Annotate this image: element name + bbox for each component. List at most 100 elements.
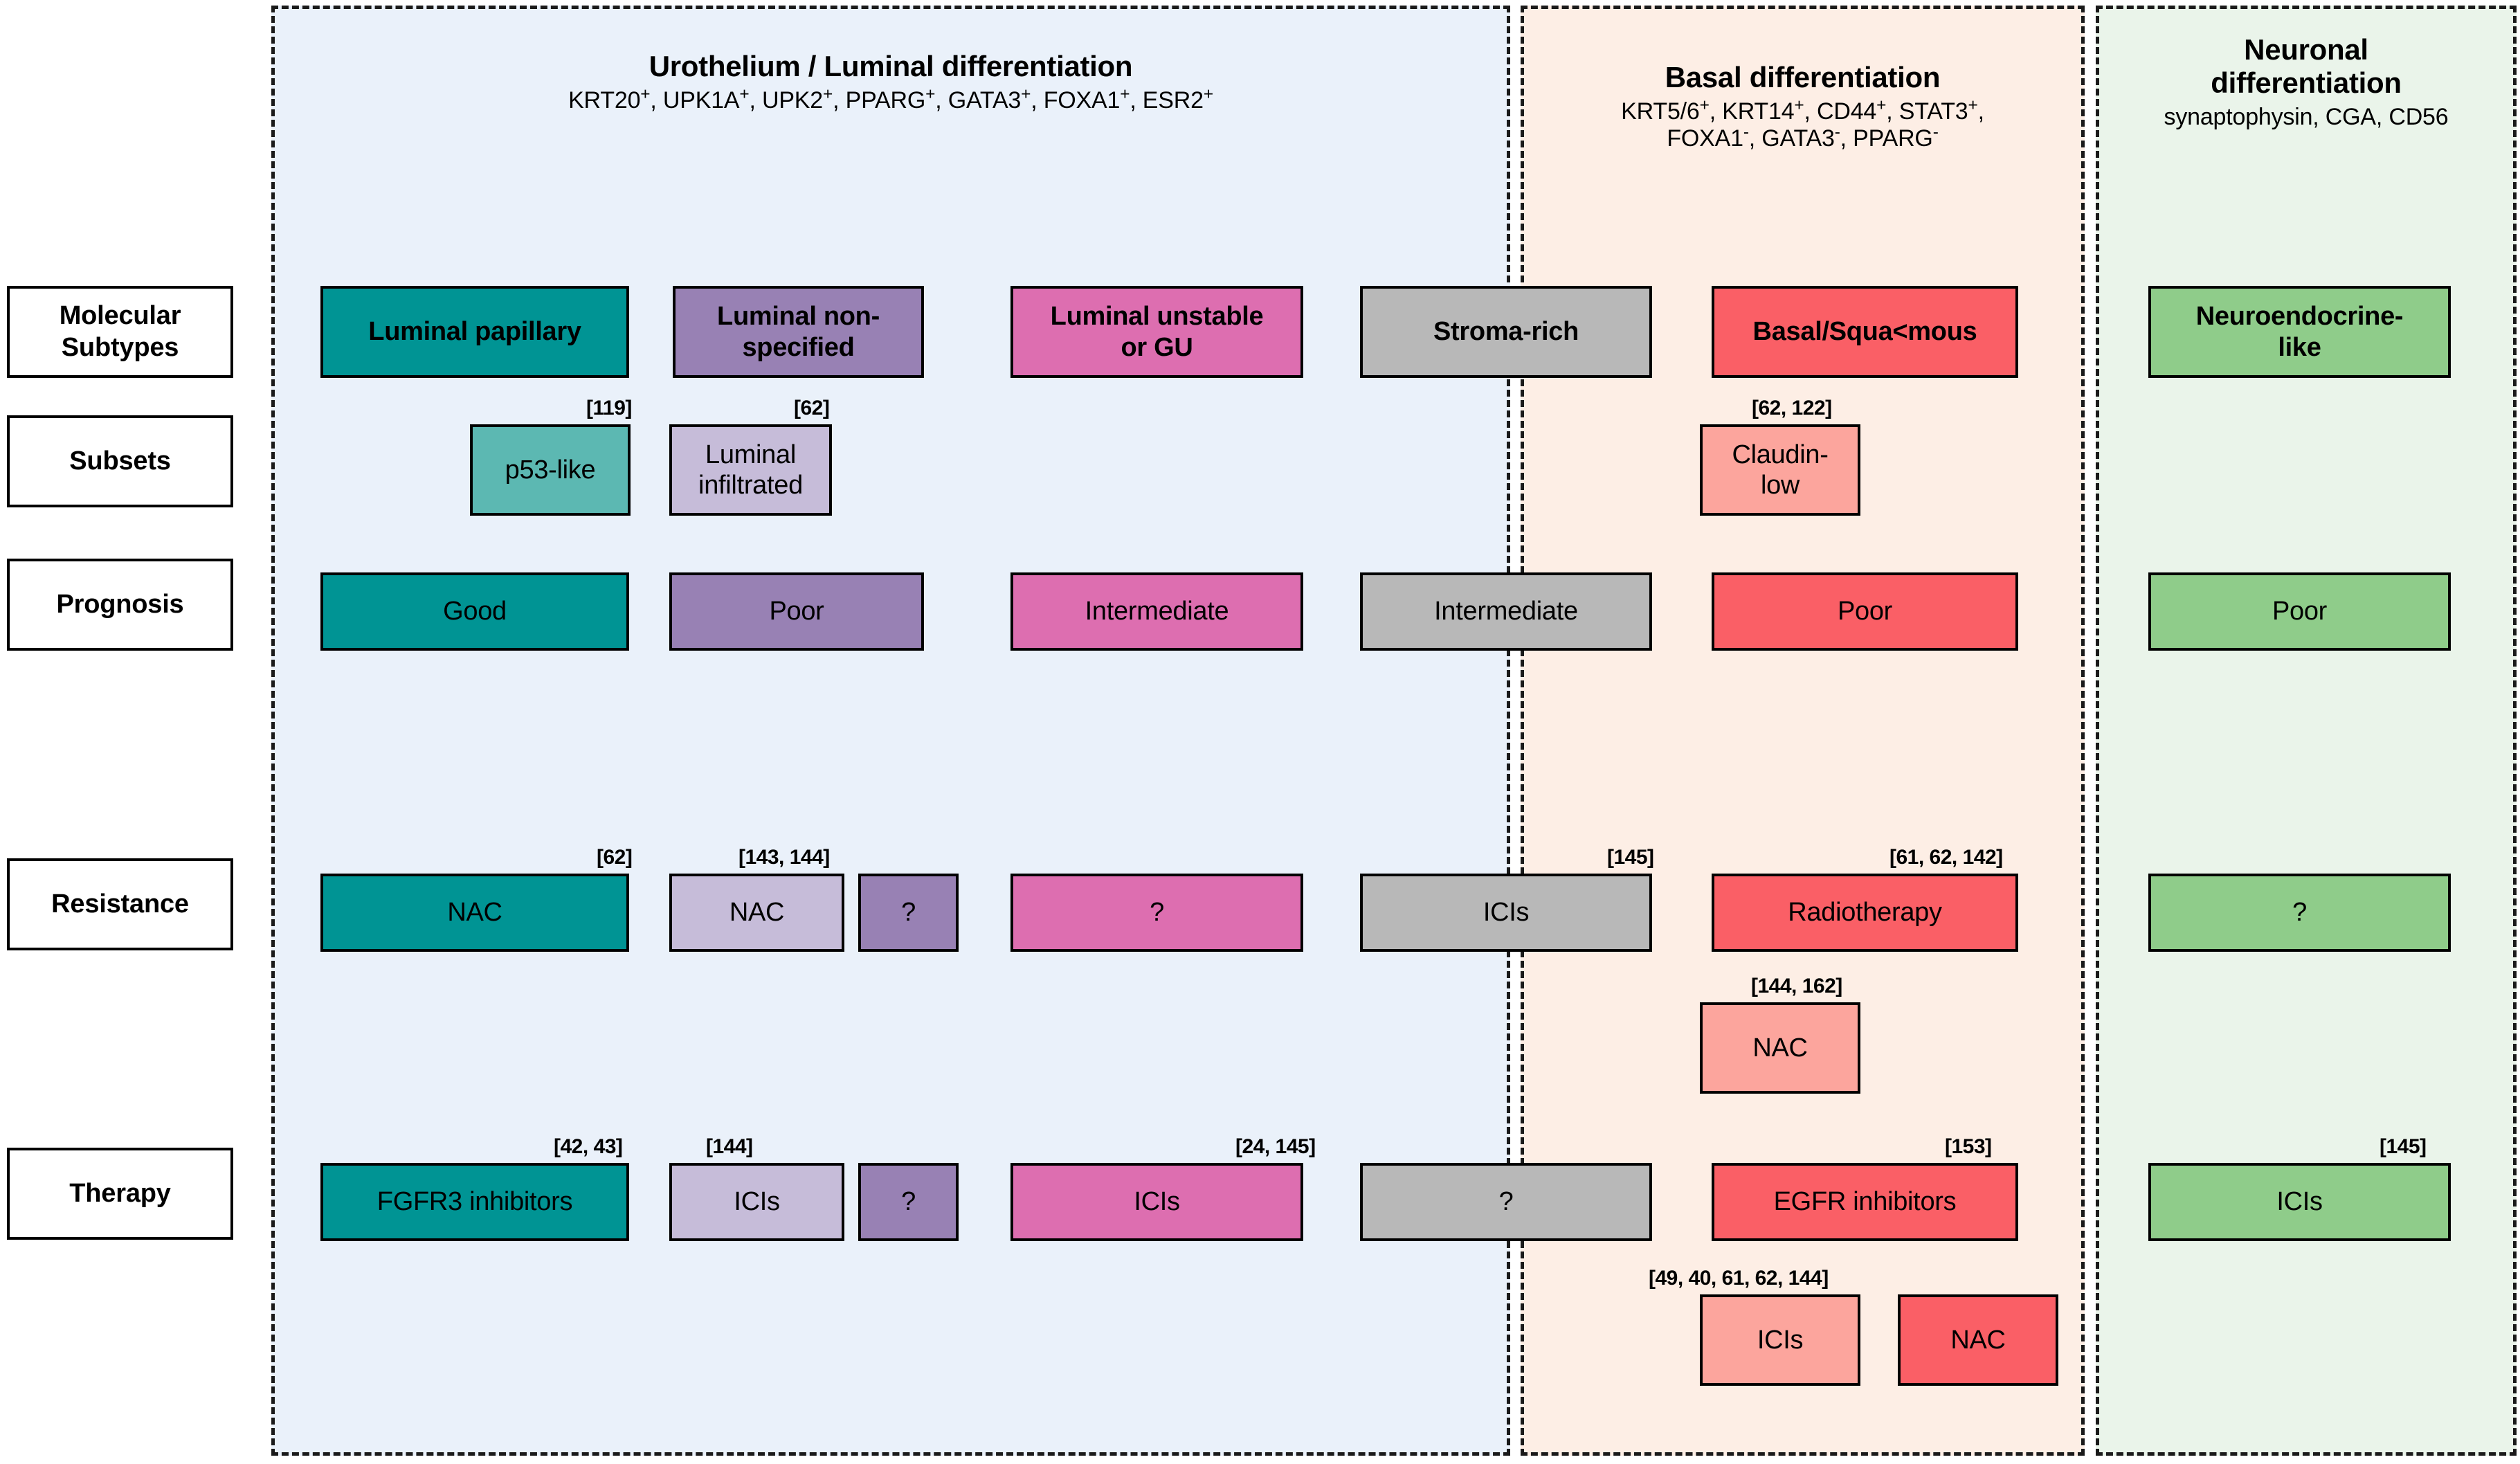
- resistance-box-basal-squamous[interactable]: Radiotherapy: [1712, 874, 2018, 952]
- resistance-label: NAC: [447, 898, 502, 928]
- panel-basal-header: Basal differentiation KRT5/6+, KRT14+, C…: [1521, 61, 2085, 152]
- subtype-label: Basal/Squa<mous: [1752, 317, 1977, 347]
- therapy-box-luminal-non-specified-unknown[interactable]: ?: [858, 1163, 959, 1241]
- therapy-label: ICIs: [734, 1187, 780, 1217]
- subtype-label: Luminal papillary: [368, 317, 581, 347]
- citation-luminal-infiltrated: [62]: [794, 397, 830, 419]
- subset-box-claudin-low[interactable]: Claudin- low: [1700, 424, 1860, 516]
- subset-box-luminal-infiltrated[interactable]: Luminal infiltrated: [669, 424, 832, 516]
- resistance-box-stroma-rich[interactable]: ICIs: [1360, 874, 1652, 952]
- therapy-box-neuroendocrine-like[interactable]: ICIs: [2148, 1163, 2451, 1241]
- therapy-box-luminal-unstable-gu[interactable]: ICIs: [1010, 1163, 1303, 1241]
- citation-therapy-luminal-infiltrated: [144]: [706, 1135, 753, 1158]
- resistance-label: Radiotherapy: [1788, 898, 1942, 928]
- prognosis-label: Poor: [1837, 597, 1893, 626]
- therapy-box-basal-squamous[interactable]: EGFR inhibitors: [1712, 1163, 2018, 1241]
- resistance-box-neuroendocrine-unknown[interactable]: ?: [2148, 874, 2451, 952]
- subset-box-p53-like[interactable]: p53-like: [470, 424, 631, 516]
- resistance-label: ?: [2292, 898, 2307, 928]
- subtype-box-basal-squamous[interactable]: Basal/Squa<mous: [1712, 286, 2018, 378]
- prognosis-label: Poor: [769, 597, 824, 626]
- subtype-box-luminal-papillary[interactable]: Luminal papillary: [320, 286, 629, 378]
- prognosis-box-luminal-papillary[interactable]: Good: [320, 572, 629, 651]
- therapy-label: EGFR inhibitors: [1773, 1187, 1957, 1217]
- resistance-box-luminal-papillary[interactable]: NAC: [320, 874, 629, 952]
- resistance-box-luminal-unstable-unknown[interactable]: ?: [1010, 874, 1303, 952]
- resistance-label: ?: [1150, 898, 1164, 928]
- therapy-box-basal-nac[interactable]: NAC: [1898, 1294, 2058, 1386]
- subset-label-line1: Claudin-: [1732, 440, 1829, 469]
- row-label-prognosis: Prognosis: [7, 559, 233, 651]
- prognosis-box-luminal-non-specified[interactable]: Poor: [669, 572, 924, 651]
- citation-therapy-claudin-low-icis: [49, 40, 61, 62, 144]: [1649, 1267, 1829, 1290]
- subtype-label-line1: Luminal non-: [717, 302, 880, 332]
- citation-claudin-low: [62, 122]: [1752, 397, 1832, 419]
- panel-neuronal-header: Neuronal differentiation synaptophysin, …: [2096, 33, 2517, 131]
- prognosis-box-stroma-rich[interactable]: Intermediate: [1360, 572, 1652, 651]
- therapy-label: ?: [901, 1187, 916, 1217]
- row-label-subsets: Subsets: [7, 415, 233, 507]
- therapy-box-luminal-infiltrated[interactable]: ICIs: [669, 1163, 844, 1241]
- subtype-label: Stroma-rich: [1433, 317, 1579, 347]
- citation-resistance-claudin-low-nac: [144, 162]: [1751, 975, 1842, 997]
- subtype-label-line2: specified: [742, 332, 855, 362]
- prognosis-label: Good: [443, 597, 507, 626]
- resistance-label: ICIs: [1483, 898, 1530, 928]
- therapy-label: ?: [1498, 1187, 1514, 1217]
- resistance-box-claudin-low-nac[interactable]: NAC: [1700, 1002, 1860, 1094]
- citation-resistance-luminal-papillary: [62]: [597, 846, 633, 869]
- resistance-box-luminal-non-specified-unknown[interactable]: ?: [858, 874, 959, 952]
- panel-luminal-header: Urothelium / Luminal differentiation KRT…: [271, 50, 1510, 114]
- panel-basal-markers: KRT5/6+, KRT14+, CD44+, STAT3+,FOXA1-, G…: [1621, 96, 1984, 152]
- subset-label-line2: infiltrated: [698, 471, 803, 500]
- subtype-label-line1: Neuroendocrine-: [2195, 302, 2404, 332]
- citation-therapy-luminal-unstable: [24, 145]: [1235, 1135, 1316, 1158]
- subset-label-line2: low: [1760, 471, 1800, 500]
- prognosis-label: Poor: [2272, 597, 2328, 626]
- resistance-label: NAC: [1752, 1033, 1808, 1063]
- therapy-box-luminal-papillary[interactable]: FGFR3 inhibitors: [320, 1163, 629, 1241]
- resistance-label: ?: [901, 898, 916, 928]
- panel-luminal-title: Urothelium / Luminal differentiation: [649, 50, 1133, 82]
- row-label-resistance: Resistance: [7, 858, 233, 950]
- therapy-box-stroma-rich-unknown[interactable]: ?: [1360, 1163, 1652, 1241]
- row-label-text: Resistance: [51, 889, 189, 919]
- resistance-label: NAC: [729, 898, 785, 928]
- panel-neuronal-title-line2: differentiation: [2211, 66, 2402, 99]
- row-label-text: Subtypes: [61, 332, 179, 362]
- subtype-label-line2: like: [2278, 332, 2321, 362]
- subtype-box-luminal-non-specified[interactable]: Luminal non- specified: [673, 286, 924, 378]
- panel-neuronal-markers: synaptophysin, CGA, CD56: [2164, 103, 2449, 130]
- row-label-text: Prognosis: [56, 589, 184, 619]
- subtype-box-neuroendocrine-like[interactable]: Neuroendocrine- like: [2148, 286, 2451, 378]
- therapy-label: NAC: [1950, 1325, 2006, 1355]
- therapy-box-claudin-low-icis[interactable]: ICIs: [1700, 1294, 1860, 1386]
- citation-p53-like: [119]: [586, 397, 632, 419]
- therapy-label: ICIs: [2276, 1187, 2323, 1217]
- citation-therapy-luminal-papillary: [42, 43]: [554, 1135, 623, 1158]
- row-label-text: Molecular: [59, 300, 181, 330]
- row-label-therapy: Therapy: [7, 1148, 233, 1240]
- citation-resistance-basal-squamous: [61, 62, 142]: [1889, 846, 2003, 869]
- citation-resistance-stroma-rich: [145]: [1607, 846, 1654, 869]
- therapy-label: ICIs: [1757, 1325, 1804, 1355]
- prognosis-label: Intermediate: [1085, 597, 1229, 626]
- subtype-box-stroma-rich[interactable]: Stroma-rich: [1360, 286, 1652, 378]
- subset-label-line1: Luminal: [705, 440, 796, 469]
- prognosis-box-basal-squamous[interactable]: Poor: [1712, 572, 2018, 651]
- row-label-text: Subsets: [69, 446, 171, 476]
- subtype-box-luminal-unstable-gu[interactable]: Luminal unstable or GU: [1010, 286, 1303, 378]
- citation-therapy-neuroendocrine: [145]: [2380, 1135, 2427, 1158]
- prognosis-label: Intermediate: [1434, 597, 1578, 626]
- resistance-box-luminal-infiltrated[interactable]: NAC: [669, 874, 844, 952]
- prognosis-box-luminal-unstable-gu[interactable]: Intermediate: [1010, 572, 1303, 651]
- therapy-label: ICIs: [1134, 1187, 1180, 1217]
- subtype-label-line2: or GU: [1121, 332, 1193, 362]
- row-label-text: Therapy: [69, 1178, 171, 1208]
- citation-therapy-basal-squamous: [153]: [1945, 1135, 1992, 1158]
- panel-luminal-markers: KRT20+, UPK1A+, UPK2+, PPARG+, GATA3+, F…: [568, 84, 1213, 114]
- citation-resistance-luminal-infiltrated: [143, 144]: [738, 846, 830, 869]
- therapy-label: FGFR3 inhibitors: [377, 1187, 573, 1217]
- prognosis-box-neuroendocrine-like[interactable]: Poor: [2148, 572, 2451, 651]
